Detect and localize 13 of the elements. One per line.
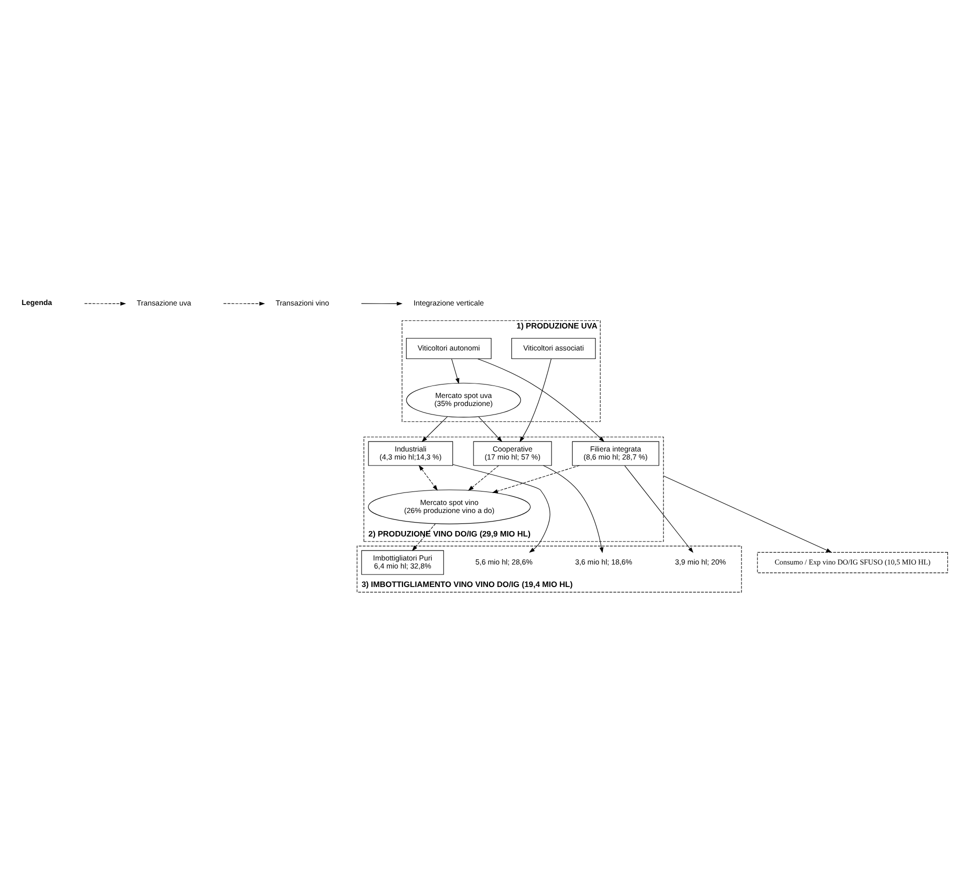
arrow [468,465,498,491]
arrow [411,523,436,552]
arrow [418,465,438,491]
arrow [450,358,459,384]
arrow [421,416,448,442]
arrow [492,465,580,494]
arrow [624,465,693,553]
arrow [452,464,550,553]
arrow [542,465,603,554]
arrow [477,358,604,442]
arrow [662,476,832,553]
arrow [478,416,502,442]
arrow [519,358,551,442]
